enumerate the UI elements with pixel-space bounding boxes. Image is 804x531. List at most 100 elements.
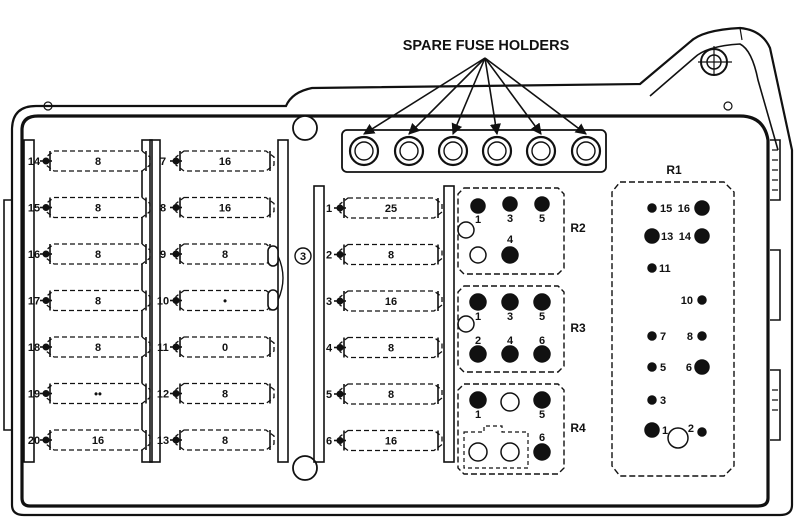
relay-r1-pin-5	[647, 362, 657, 372]
relay-pin-label: 5	[539, 311, 545, 323]
spare-fuse-holder-3	[437, 135, 469, 167]
pointer-arrows	[363, 57, 587, 136]
relay-r2-pin-3	[502, 196, 518, 212]
relay-pin-label: 3	[507, 213, 513, 225]
relay-pin-label: 4	[507, 234, 514, 246]
fuse-rating: 25	[385, 203, 397, 215]
relay-r4-empty-center	[500, 392, 520, 412]
fuse-number: 14	[28, 156, 41, 168]
relay-r2-empty-1	[457, 221, 475, 239]
fuse-number: 3	[326, 296, 332, 308]
relay-pin-label: 11	[659, 263, 671, 275]
relay-r1-pin-15	[647, 203, 657, 213]
relay-r1-pin-7	[647, 331, 657, 341]
fuse-6: 6 16	[326, 429, 443, 452]
relay-r2-outline	[457, 187, 565, 275]
relay-pin-label: 5	[539, 213, 545, 225]
fuse-rating: 16	[219, 203, 231, 215]
relay-r1-pin-11	[647, 263, 657, 273]
relay-pin-label: 1	[475, 311, 481, 323]
link-connector-upper	[267, 245, 279, 267]
relay-name: R3	[570, 321, 586, 335]
relay-pin-label: 1	[475, 409, 481, 421]
fuse-number: 13	[157, 435, 169, 447]
fuse-number: 15	[28, 203, 40, 215]
relay-pin-label: 6	[539, 432, 545, 444]
mount-hole-top	[292, 115, 318, 141]
relay-pin-label: 8	[687, 331, 693, 343]
small-hole-left	[43, 101, 53, 111]
relay-r1-pin-8	[697, 331, 707, 341]
fuse-number: 10	[157, 296, 169, 308]
relay-r1-empty	[667, 427, 689, 449]
spare-fuse-holder-2	[393, 135, 425, 167]
fuse-number: 6	[326, 436, 332, 448]
relay-pin-label: 6	[686, 362, 692, 374]
relay-r2-pin-1	[470, 198, 486, 214]
relay-r3-pin-3	[501, 293, 519, 311]
circle-callout-3-label: 3	[300, 251, 306, 263]
relay-name: R1	[666, 163, 682, 177]
relay-r2-pin-5	[534, 196, 550, 212]
fuse-rating: 0	[222, 342, 228, 354]
fuse-rating: 16	[385, 436, 397, 448]
relay-pin-label: 16	[678, 203, 690, 215]
arrow-to-spare-1	[363, 57, 486, 135]
relay-r4-empty-1	[468, 442, 488, 462]
relay-pin-label: 13	[661, 231, 673, 243]
fuse-rating: •	[223, 296, 227, 308]
fuse-number: 9	[160, 249, 166, 261]
relay-r2-empty-2	[469, 246, 487, 264]
spare-fuse-holders-title: SPARE FUSE HOLDERS	[403, 38, 570, 54]
relay-r3-pin-4	[501, 345, 519, 363]
fuse-number: 12	[157, 389, 169, 401]
relay-r4-empty-2	[500, 442, 520, 462]
small-hole-right	[723, 101, 733, 111]
relay-pin-label: 5	[539, 409, 545, 421]
relay-name: R4	[570, 421, 586, 435]
relay-pin-label: 3	[660, 395, 666, 407]
arrow-to-spare-4	[484, 57, 501, 136]
relay-r3-pin-5	[533, 293, 551, 311]
fuse-number: 17	[28, 296, 40, 308]
spare-fuse-holder-1	[348, 135, 380, 167]
fuse-rating: 8	[95, 296, 101, 308]
arrow-to-spare-6	[484, 57, 587, 135]
relay-pin-label: 3	[507, 311, 513, 323]
fuse-17: 17 8	[28, 289, 151, 312]
relay-r1-outline	[611, 181, 735, 477]
fuse-rating: 8	[95, 249, 101, 261]
fuse-number: 5	[326, 389, 332, 401]
relay-pin-label: 15	[660, 203, 672, 215]
relay-r3-empty-1	[457, 315, 475, 333]
relay-name: R2	[570, 221, 586, 235]
fuse-number: 20	[28, 435, 40, 447]
relay-pin-label: 6	[539, 335, 545, 347]
relay-pin-label: 10	[681, 295, 693, 307]
relay-pin-label: 1	[662, 425, 668, 437]
fuse-number: 7	[160, 156, 166, 168]
fuse-rating: 16	[92, 435, 104, 447]
relay-r1-pin-6	[694, 359, 710, 375]
spare-fuse-tray	[341, 129, 607, 173]
